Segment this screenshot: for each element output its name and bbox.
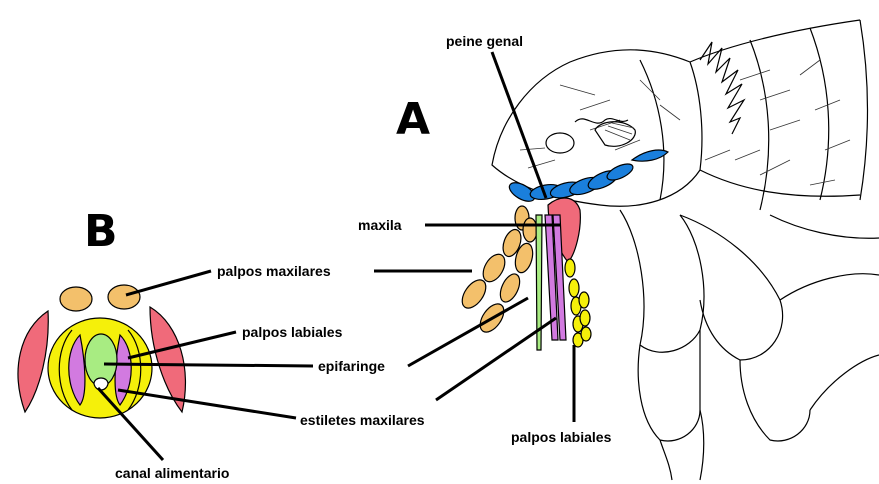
label-canal-alimentario: canal alimentario [115, 465, 229, 481]
panel-a-letter: A [396, 94, 430, 145]
head-setae [520, 60, 850, 185]
label-epifaringe: epifaringe [318, 358, 385, 374]
label-estiletes-maxilares: estiletes maxilares [300, 412, 425, 428]
palp-b-right [108, 285, 140, 309]
label-maxila: maxila [358, 217, 402, 233]
alimentary-canal [94, 378, 108, 390]
panel-b-letter: B [84, 206, 118, 257]
label-palpos-labiales-b: palpos labiales [242, 324, 343, 340]
label-palpos-labiales-a: palpos labiales [511, 429, 612, 445]
palp-b-left [60, 287, 92, 311]
labial-palps-a [565, 259, 591, 347]
maxilla-b-left [18, 311, 48, 412]
label-peine-genal: peine genal [446, 33, 523, 49]
label-palpos-maxilares: palpos maxilares [217, 263, 331, 279]
